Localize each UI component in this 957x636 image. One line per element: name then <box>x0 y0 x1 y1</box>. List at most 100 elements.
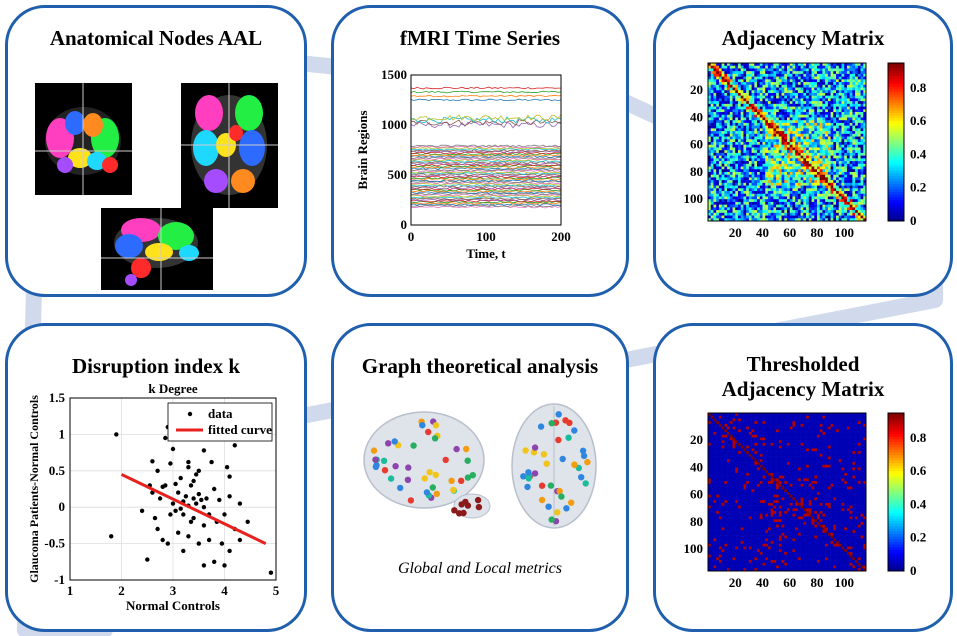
matrix-cell <box>800 464 804 468</box>
matrix-cell <box>757 92 761 96</box>
matrix-cell <box>735 155 739 159</box>
matrix-cell <box>792 117 796 121</box>
matrix-cell <box>857 98 861 102</box>
matrix-cell <box>857 464 861 468</box>
matrix-cell <box>841 73 845 77</box>
matrix-cell <box>743 68 747 72</box>
matrix-cell <box>841 199 845 203</box>
matrix-cell <box>803 191 807 195</box>
matrix-cell <box>849 207 853 211</box>
matrix-cell <box>838 133 842 137</box>
matrix-cell <box>718 445 722 449</box>
matrix-cell <box>838 212 842 216</box>
data-point <box>191 478 196 484</box>
matrix-cell <box>822 150 826 154</box>
matrix-cell <box>852 218 856 222</box>
matrix-cell <box>846 201 850 205</box>
matrix-cell <box>781 185 785 189</box>
x-tick-label: 100 <box>834 225 854 240</box>
matrix-cell <box>735 109 739 113</box>
matrix-cell <box>814 462 818 466</box>
matrix-cell <box>781 117 785 121</box>
matrix-cell <box>800 150 804 154</box>
matrix-cell <box>737 155 741 159</box>
matrix-cell <box>819 128 823 132</box>
matrix-cell <box>713 453 717 457</box>
matrix-cell <box>846 434 850 438</box>
matrix-cell <box>836 204 840 208</box>
matrix-cell <box>792 188 796 192</box>
matrix-cell <box>852 182 856 186</box>
matrix-cell <box>863 76 867 80</box>
matrix-cell <box>737 163 741 167</box>
network-node <box>548 420 555 427</box>
matrix-cell <box>708 139 712 143</box>
matrix-cell <box>819 109 823 113</box>
matrix-cell <box>735 174 739 178</box>
matrix-cell <box>830 448 834 452</box>
matrix-cell <box>833 451 837 455</box>
matrix-cell <box>836 76 840 80</box>
matrix-cell <box>860 462 864 466</box>
matrix-cell <box>787 133 791 137</box>
matrix-cell <box>727 90 731 94</box>
matrix-cell <box>746 467 750 471</box>
matrix-cell <box>838 98 842 102</box>
matrix-cell <box>819 144 823 148</box>
matrix-cell <box>773 201 777 205</box>
matrix-cell <box>718 136 722 140</box>
matrix-cell <box>855 150 859 154</box>
matrix-cell <box>846 109 850 113</box>
matrix-cell <box>765 82 769 86</box>
matrix-cell <box>746 207 750 211</box>
colorbar-segment <box>888 160 904 164</box>
matrix-cell <box>844 150 848 154</box>
matrix-cell <box>721 432 725 436</box>
matrix-cell <box>808 193 812 197</box>
matrix-cell <box>718 201 722 205</box>
matrix-cell <box>718 142 722 146</box>
matrix-cell <box>724 142 728 146</box>
matrix-cell <box>746 437 750 441</box>
matrix-cell <box>833 426 837 430</box>
matrix-cell <box>724 215 728 219</box>
matrix-cell <box>754 147 758 151</box>
matrix-cell <box>729 212 733 216</box>
matrix-cell <box>724 144 728 148</box>
matrix-cell <box>844 136 848 140</box>
matrix-cell <box>727 76 731 80</box>
matrix-cell <box>735 440 739 444</box>
matrix-cell <box>811 65 815 69</box>
matrix-cell <box>784 68 788 72</box>
matrix-cell <box>776 445 780 449</box>
matrix-cell <box>816 467 820 471</box>
matrix-cell <box>846 158 850 162</box>
matrix-cell <box>806 188 810 192</box>
matrix-cell <box>811 467 815 471</box>
matrix-cell <box>803 122 807 126</box>
matrix-cell <box>773 120 777 124</box>
matrix-cell <box>795 445 799 449</box>
matrix-cell <box>767 122 771 126</box>
matrix-cell <box>740 418 744 422</box>
matrix-cell <box>806 459 810 463</box>
matrix-cell <box>844 101 848 105</box>
matrix-cell <box>841 122 845 126</box>
matrix-cell <box>819 182 823 186</box>
matrix-cell <box>757 84 761 88</box>
matrix-cell <box>846 79 850 83</box>
matrix-cell <box>855 63 859 67</box>
matrix-cell <box>792 158 796 162</box>
matrix-cell <box>776 133 780 137</box>
matrix-cell <box>770 150 774 154</box>
matrix-cell <box>743 429 747 433</box>
matrix-cell <box>846 82 850 86</box>
colorbar-segment <box>888 97 904 101</box>
matrix-cell <box>836 210 840 214</box>
matrix-cell <box>710 218 714 222</box>
matrix-cell <box>767 117 771 121</box>
matrix-cell <box>855 215 859 219</box>
matrix-cell <box>724 470 728 474</box>
y-tick-label: 500 <box>388 167 408 182</box>
matrix-cell <box>792 166 796 170</box>
